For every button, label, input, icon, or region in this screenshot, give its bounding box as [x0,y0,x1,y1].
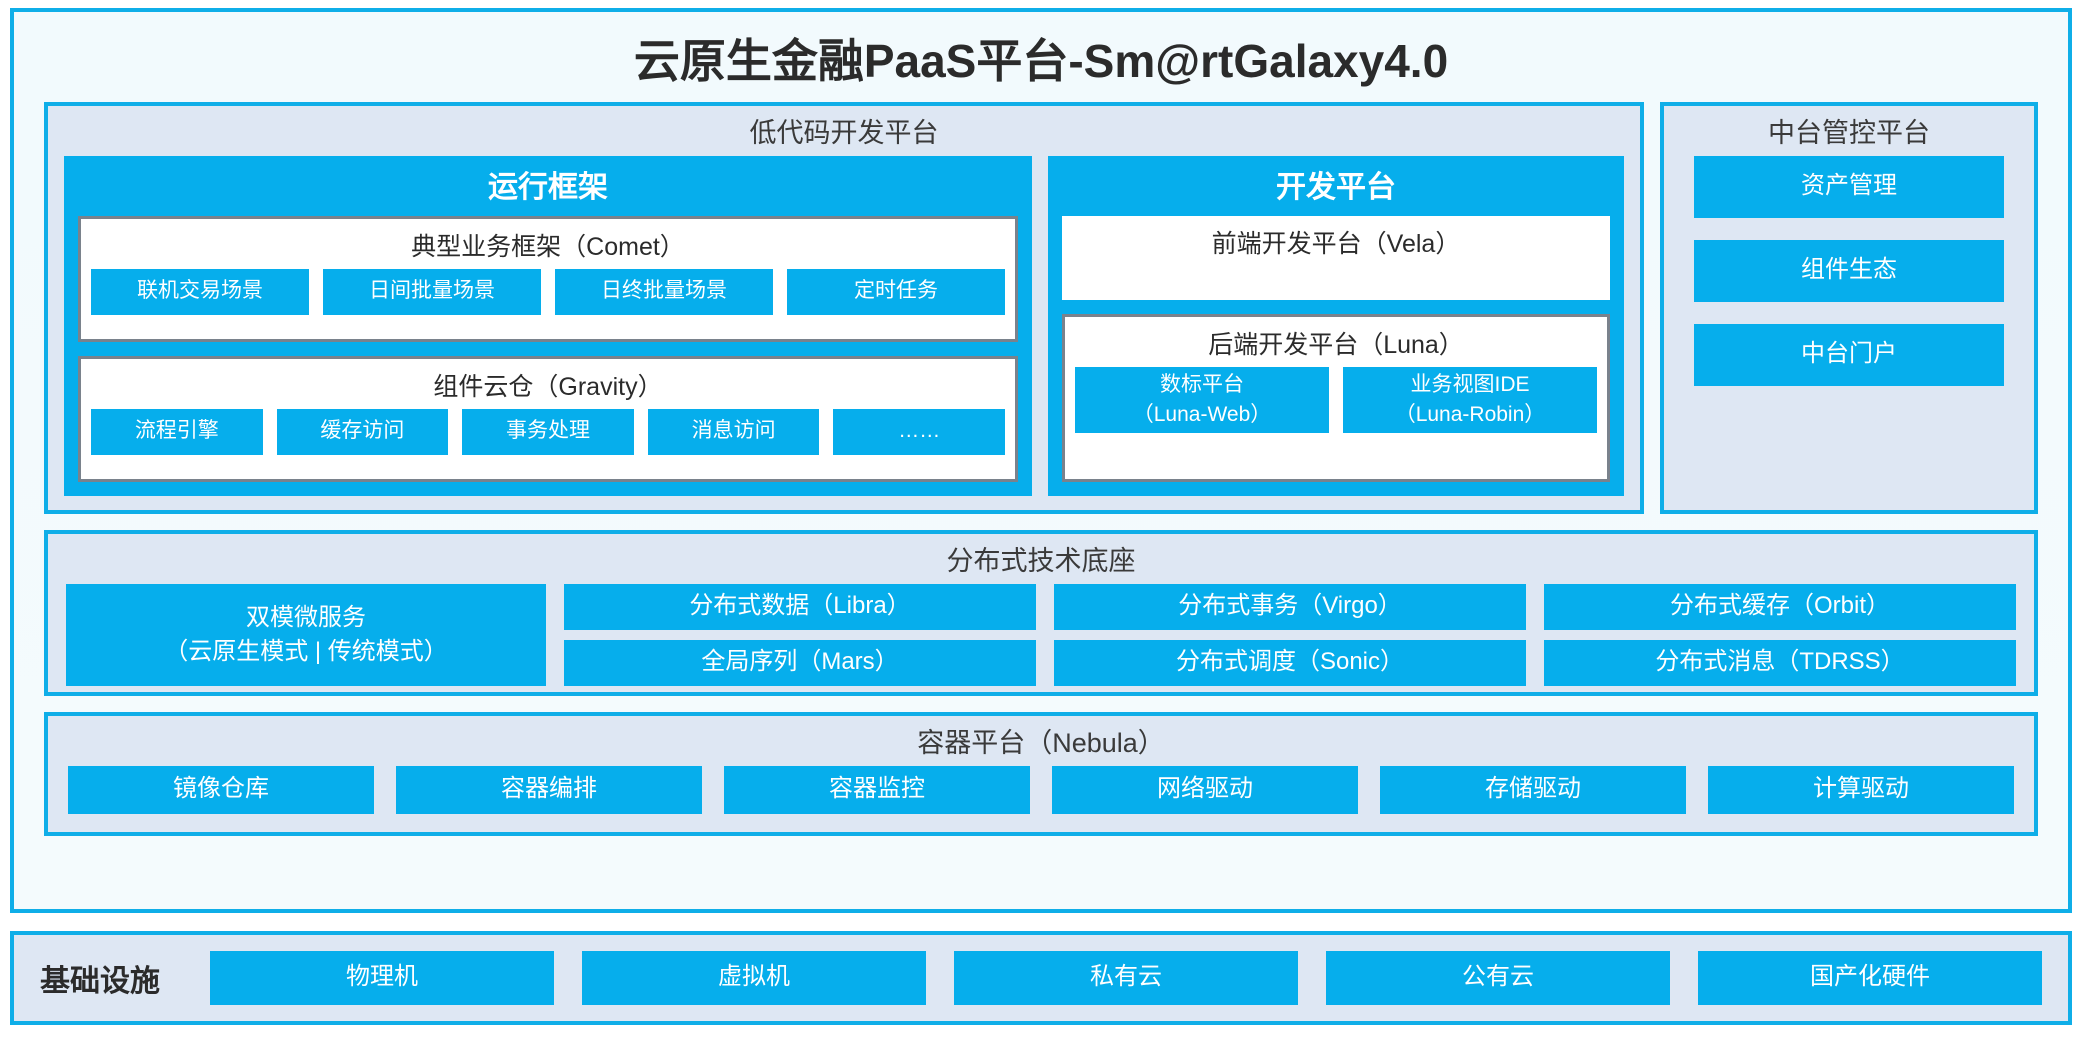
comet-item[interactable]: 日间批量场景 [323,269,541,315]
comet-item[interactable]: 联机交易场景 [91,269,309,315]
container-item-compute-driver[interactable]: 计算驱动 [1708,766,2014,814]
luna-robin-line1: 业务视图IDE [1410,373,1530,396]
midtai-item-asset-management[interactable]: 资产管理 [1694,156,2004,218]
gravity-box: 组件云仓（Gravity） 流程引擎 缓存访问 事务处理 消息访问 …… [78,356,1018,482]
development-platform-card[interactable]: 开发平台 前端开发平台（Vela） 后端开发平台（Luna） 数标平台 （Lun… [1048,156,1624,496]
midtai-management-panel: 中台管控平台 资产管理 组件生态 中台门户 [1660,102,2038,514]
infrastructure-item-physical-machine[interactable]: 物理机 [210,951,554,1005]
midtai-management-title: 中台管控平台 [1768,118,1930,148]
infrastructure-label: 基础设施 [40,965,160,998]
runtime-framework-card[interactable]: 运行框架 典型业务框架（Comet） 联机交易场景 日间批量场景 日终批量场景 … [64,156,1032,496]
distributed-column-3: 分布式缓存（Orbit） 分布式消息（TDRSS） [1544,584,2016,686]
infrastructure-item-domestic-hardware[interactable]: 国产化硬件 [1698,951,2042,1005]
gravity-item-row: 流程引擎 缓存访问 事务处理 消息访问 …… [91,409,1005,455]
distributed-column-2: 分布式事务（Virgo） 分布式调度（Sonic） [1054,584,1526,686]
distributed-base-panel: 分布式技术底座 双模微服务 （云原生模式 | 传统模式） 分布式数据（Libra… [44,530,2038,696]
gravity-item[interactable]: 缓存访问 [276,409,449,455]
infrastructure-panel: 基础设施 物理机 虚拟机 私有云 公有云 国产化硬件 [10,931,2072,1025]
gravity-item[interactable]: 流程引擎 [91,409,263,455]
dual-mode-line2: （云原生模式 | 传统模式） [164,638,448,665]
distributed-cell-virgo[interactable]: 分布式事务（Virgo） [1054,584,1526,630]
luna-web-item[interactable]: 数标平台 （Luna-Web） [1075,367,1329,433]
infrastructure-item-virtual-machine[interactable]: 虚拟机 [582,951,926,1005]
distributed-cell-sonic[interactable]: 分布式调度（Sonic） [1054,640,1526,686]
dual-mode-microservice-cell[interactable]: 双模微服务 （云原生模式 | 传统模式） [66,584,546,686]
development-platform-title: 开发平台 [1276,171,1396,204]
midtai-item-portal[interactable]: 中台门户 [1694,324,2004,386]
container-item-orchestration[interactable]: 容器编排 [396,766,702,814]
distributed-cell-orbit[interactable]: 分布式缓存（Orbit） [1544,584,2016,630]
distributed-base-title: 分布式技术底座 [946,546,1136,576]
container-item-network-driver[interactable]: 网络驱动 [1052,766,1358,814]
dual-mode-line1: 双模微服务 [246,604,366,631]
luna-robin-line2: （Luna-Robin） [1394,403,1546,426]
distributed-cell-libra[interactable]: 分布式数据（Libra） [564,584,1036,630]
page-title: 云原生金融PaaS平台-Sm@rtGalaxy4.0 [633,35,1449,87]
comet-item-row: 联机交易场景 日间批量场景 日终批量场景 定时任务 [91,269,1005,315]
gravity-title: 组件云仓（Gravity） [433,373,663,401]
comet-item[interactable]: 定时任务 [787,269,1005,315]
distributed-column-1: 分布式数据（Libra） 全局序列（Mars） [564,584,1036,686]
infrastructure-item-private-cloud[interactable]: 私有云 [954,951,1298,1005]
distributed-cell-tdrss[interactable]: 分布式消息（TDRSS） [1544,640,2016,686]
comet-box: 典型业务框架（Comet） 联机交易场景 日间批量场景 日终批量场景 定时任务 [78,216,1018,342]
vela-frontend-title: 前端开发平台（Vela） [1211,230,1461,258]
gravity-item[interactable]: 消息访问 [647,409,820,455]
comet-item[interactable]: 日终批量场景 [555,269,773,315]
infrastructure-item-public-cloud[interactable]: 公有云 [1326,951,1670,1005]
gravity-item[interactable]: 事务处理 [462,409,634,455]
container-item-storage-driver[interactable]: 存储驱动 [1380,766,1686,814]
midtai-item-component-ecosystem[interactable]: 组件生态 [1694,240,2004,302]
gravity-item-ellipsis[interactable]: …… [833,409,1005,455]
luna-web-line1: 数标平台 [1160,373,1244,396]
luna-robin-item[interactable]: 业务视图IDE （Luna-Robin） [1343,367,1597,433]
luna-item-row: 数标平台 （Luna-Web） 业务视图IDE （Luna-Robin） [1075,367,1597,433]
runtime-framework-title: 运行框架 [488,171,608,204]
container-item-monitoring[interactable]: 容器监控 [724,766,1030,814]
dual-mode-microservice-wrapper: 双模微服务 （云原生模式 | 传统模式） [66,584,546,686]
luna-web-line2: （Luna-Web） [1132,403,1272,426]
comet-title: 典型业务框架（Comet） [411,233,685,261]
container-platform-panel: 容器平台（Nebula） 镜像仓库 容器编排 容器监控 网络驱动 存储驱动 计算… [44,712,2038,836]
top-row: 低代码开发平台 运行框架 典型业务框架（Comet） 联机交易场景 日间批量场景… [44,102,2038,514]
lowcode-platform-panel: 低代码开发平台 运行框架 典型业务框架（Comet） 联机交易场景 日间批量场景… [44,102,1644,514]
platform-architecture-frame: 云原生金融PaaS平台-Sm@rtGalaxy4.0 低代码开发平台 运行框架 … [10,8,2072,913]
luna-backend-title: 后端开发平台（Luna） [1208,331,1464,359]
container-item-image-registry[interactable]: 镜像仓库 [68,766,374,814]
lowcode-platform-title: 低代码开发平台 [749,118,939,148]
luna-backend-box: 后端开发平台（Luna） 数标平台 （Luna-Web） 业务视图IDE （Lu… [1062,314,1610,482]
distributed-cell-mars[interactable]: 全局序列（Mars） [564,640,1036,686]
vela-frontend-box[interactable]: 前端开发平台（Vela） [1062,216,1610,300]
container-platform-title: 容器平台（Nebula） [917,728,1165,758]
